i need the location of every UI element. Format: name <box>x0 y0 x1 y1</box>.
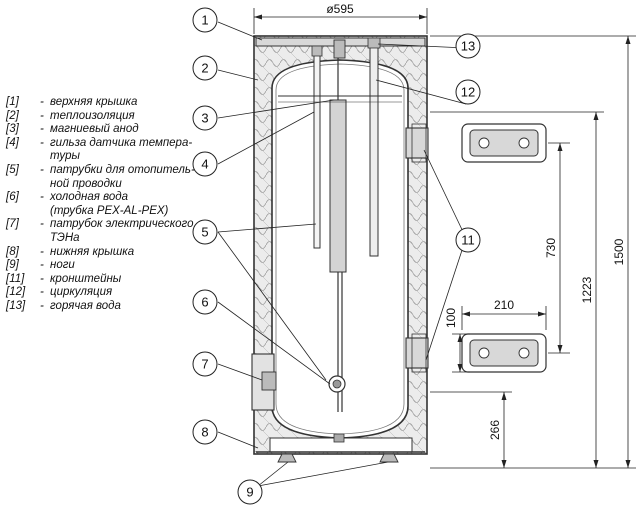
svg-text:6: 6 <box>201 295 208 310</box>
legend-dash: - <box>40 245 44 258</box>
legend-dash: - <box>40 123 44 136</box>
dim-210: 210 <box>494 298 514 312</box>
dim-1500: 1500 <box>612 238 626 265</box>
diameter-label: ø595 <box>326 2 354 16</box>
callout-6: 6 <box>192 289 218 315</box>
dimension-arrows <box>457 36 631 468</box>
legend-dash: - <box>40 163 44 176</box>
legend-text: (трубка PEX-AL-PEX) <box>50 204 169 217</box>
legend-row: [8] -нижняя крышка <box>6 246 196 260</box>
callout-9: 9 <box>237 479 263 505</box>
legend-number: [13] <box>6 299 26 312</box>
legend-text: нижняя крышка <box>50 245 135 258</box>
legend-number: [9] <box>6 259 19 272</box>
callout-8: 8 <box>192 419 218 445</box>
legend-number: [12] <box>6 286 26 299</box>
legend-dash: - <box>40 191 44 204</box>
legend-text: циркуляция <box>50 286 113 299</box>
legend-number: [3] <box>6 123 19 136</box>
svg-text:9: 9 <box>246 485 253 500</box>
legend-row: [4] -гильза датчика темпера- <box>6 137 196 151</box>
dim-100: 100 <box>444 308 458 328</box>
svg-text:13: 13 <box>461 39 475 54</box>
legend-dash: - <box>40 286 44 299</box>
svg-text:5: 5 <box>201 225 208 240</box>
diameter-dimension: ø595 <box>253 2 428 34</box>
svg-text:11: 11 <box>461 233 475 248</box>
legend-text: теплоизоляция <box>50 109 135 122</box>
leader-lines <box>217 21 467 487</box>
callout-1: 1 <box>192 7 218 33</box>
legend-text: ТЭНа <box>50 231 80 244</box>
legend-text: холодная вода <box>50 191 128 204</box>
legend-row: [11] -кронштейны <box>6 273 196 287</box>
callout-7: 7 <box>192 351 218 377</box>
legend-number: [6] <box>6 191 19 204</box>
feet <box>277 453 399 463</box>
legend-row: [9] -ноги <box>6 259 196 273</box>
legend-dash: - <box>40 109 44 122</box>
legend-text: ной проводки <box>50 177 122 190</box>
legend-text: магниевый анод <box>50 123 139 136</box>
legend-dash: - <box>40 136 44 149</box>
legend-number: [2] <box>6 109 19 122</box>
legend-number: [5] <box>6 163 19 176</box>
callout-11: 11 <box>455 227 481 253</box>
legend-dash: - <box>40 259 44 272</box>
legend-number: [11] <box>6 272 25 285</box>
svg-text:12: 12 <box>461 85 475 100</box>
legend-dash: - <box>40 272 44 285</box>
svg-text:1: 1 <box>201 13 208 28</box>
legend-row: ТЭНа <box>6 232 196 246</box>
dim-1223: 1223 <box>580 276 594 303</box>
legend-text: верхняя крышка <box>50 96 138 108</box>
internal-tubes <box>278 37 402 443</box>
legend-number: [8] <box>6 245 19 258</box>
legend-text: горячая вода <box>50 299 121 312</box>
legend-row: [7] -патрубок электрического <box>6 218 196 232</box>
legend-number: [4] <box>6 136 19 149</box>
legend-text: патрубки для отопитель- <box>50 163 195 176</box>
legend-row: туры <box>6 150 196 164</box>
legend-row: ной проводки <box>6 178 196 192</box>
legend-row: [12] -циркуляция <box>6 286 196 300</box>
legend-text: кронштейны <box>50 272 122 285</box>
legend-row: [2] -теплоизоляция <box>6 110 196 124</box>
side-fittings <box>251 123 429 411</box>
legend-text: туры <box>50 150 80 163</box>
legend-row: [5] -патрубки для отопитель- <box>6 164 196 178</box>
legend-text: гильза датчика темпера- <box>50 136 193 149</box>
svg-text:7: 7 <box>201 357 208 372</box>
svg-text:2: 2 <box>201 61 208 76</box>
legend-row: [3] -магниевый анод <box>6 123 196 137</box>
dim-266: 266 <box>488 420 502 440</box>
bracket-detail-bottom <box>461 333 547 373</box>
callout-13: 13 <box>455 33 481 59</box>
legend-number: [7] <box>6 218 19 231</box>
callout-3: 3 <box>192 105 218 131</box>
legend-dash: - <box>40 218 44 231</box>
legend-dash: - <box>40 96 44 108</box>
legend-number: [1] <box>6 96 19 108</box>
svg-text:8: 8 <box>201 425 208 440</box>
svg-text:3: 3 <box>201 111 208 126</box>
dim-730: 730 <box>544 238 558 258</box>
callout-5: 5 <box>192 219 218 245</box>
legend-row: [6] -холодная вода <box>6 191 196 205</box>
legend-row: [13] -горячая вода <box>6 300 196 314</box>
dimension-labels: 1500 1223 730 266 210 100 <box>444 238 626 440</box>
legend-row: [1] -верхняя крышка <box>6 96 196 110</box>
bracket-detail-top <box>461 123 547 163</box>
callout-4: 4 <box>192 151 218 177</box>
legend-text: патрубок электрического <box>50 218 194 231</box>
svg-text:4: 4 <box>201 157 208 172</box>
callout-12: 12 <box>455 79 481 105</box>
callout-2: 2 <box>192 55 218 81</box>
legend-dash: - <box>40 299 44 312</box>
parts-legend: [1]-верхняя крышка[2]-теплоизоляция[3]-м… <box>6 96 196 314</box>
legend-row: (трубка PEX-AL-PEX) <box>6 205 196 219</box>
legend-text: ноги <box>50 259 75 272</box>
